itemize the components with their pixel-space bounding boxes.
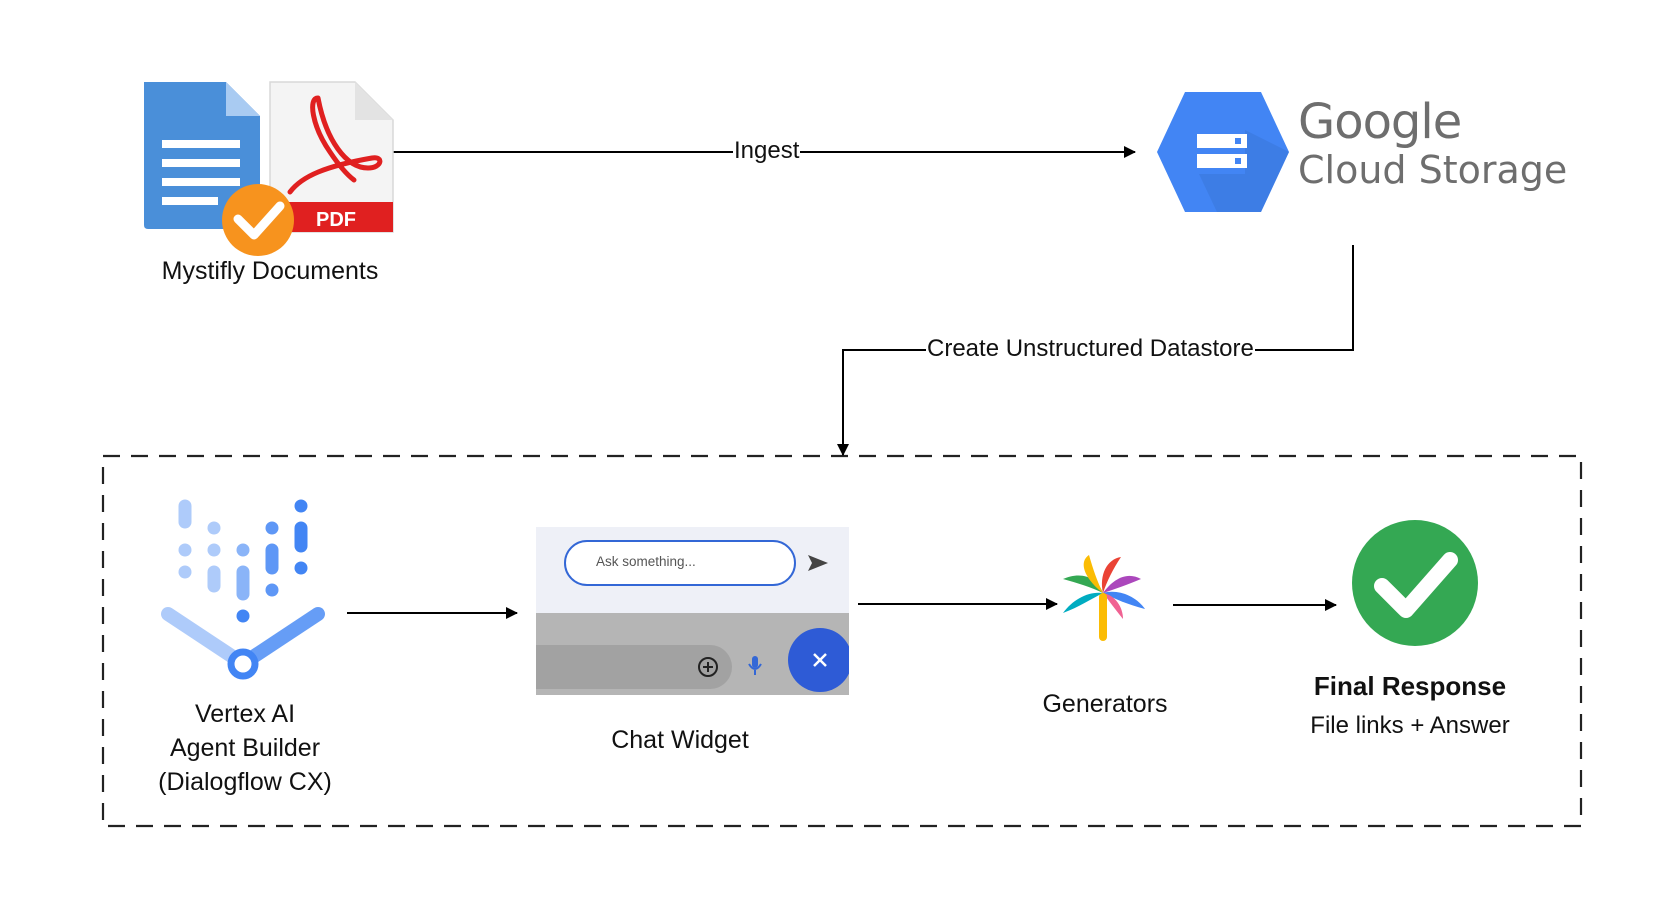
generators-pinwheel-icon: [1063, 555, 1145, 641]
mic-icon[interactable]: [746, 654, 764, 678]
chat-input-field[interactable]: Ask something...: [564, 540, 796, 586]
pdf-tag: PDF: [316, 209, 356, 231]
chat-widget-label: Chat Widget: [611, 726, 749, 754]
generators-label: Generators: [1042, 690, 1168, 718]
check-circle-icon: [1352, 520, 1478, 646]
send-icon[interactable]: [806, 553, 830, 573]
chat-input-placeholder: Ask something...: [596, 554, 696, 569]
vertex-ai-icon: [161, 499, 325, 680]
close-chat-button[interactable]: [788, 628, 849, 692]
add-icon[interactable]: [696, 655, 720, 679]
ingest-label: Ingest: [733, 137, 801, 165]
gcs-brand: Google: [1298, 94, 1462, 150]
google-docs-icon: [144, 82, 260, 229]
google-cloud-storage-icon: [1157, 92, 1289, 212]
documents-label: Mystifly Documents: [161, 257, 379, 285]
chat-widget-preview: Ask something...: [536, 527, 849, 695]
datastore-label: Create Unstructured Datastore: [926, 335, 1255, 363]
gcs-product: Cloud Storage: [1298, 148, 1568, 192]
agent-builder-line1: Vertex AI: [194, 700, 296, 728]
final-response-subtitle: File links + Answer: [1310, 712, 1510, 739]
checkmark-badge-icon: [222, 184, 294, 256]
documents-icon-group: PDF: [144, 81, 394, 256]
agent-builder-line2: Agent Builder: [169, 734, 321, 762]
agent-builder-line3: (Dialogflow CX): [158, 768, 332, 796]
close-icon: [813, 653, 827, 667]
agent-group-boundary: [101, 454, 1583, 828]
final-response-title: Final Response: [1313, 671, 1507, 701]
